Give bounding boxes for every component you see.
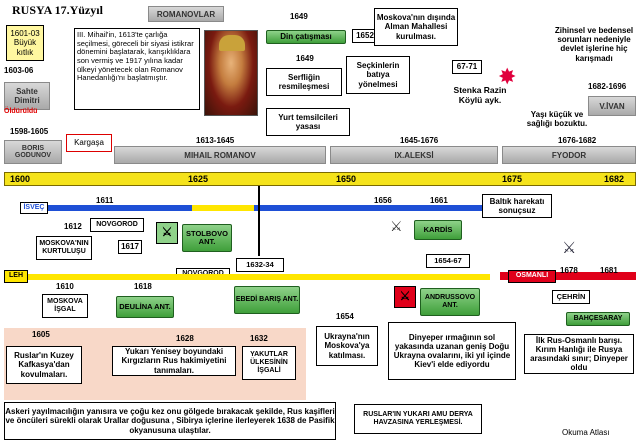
yasi-text: Yaşı küçük ve sağlığı bozuktu. (526, 110, 588, 129)
swords-icon-2: ⚔ (390, 218, 403, 234)
explosion-icon: ✸ (498, 64, 517, 89)
year-1632: 1632 (250, 334, 268, 343)
swords-icon-3: ⚔ (394, 286, 416, 308)
yakutlar-box: YAKUTLAR ÜLKESİNİN İŞGALİ (242, 346, 296, 380)
swords-icon-4: ⚔ (562, 240, 577, 257)
cehrin-box: ÇEHRİN (552, 290, 590, 304)
swords-icon-1: ⚔ (156, 222, 178, 244)
ruler-fyodor: FYODOR (502, 146, 636, 164)
year-1650: 1650 (336, 174, 357, 184)
page-title: RUSYA 17.Yüzyıl (12, 3, 103, 17)
connector-line (258, 186, 260, 256)
dynasty-label: ROMANOVLAR (148, 6, 224, 22)
source-label: Okuma Atlası (562, 428, 610, 437)
ruler-sahte-dimitri: Sahte Dimitri (4, 82, 50, 110)
moskova-kurtulusu: MOSKOVA'NIN KURTULUŞU (36, 236, 92, 260)
osmanli-label: OSMANLI (508, 270, 556, 283)
year-1610: 1610 (56, 282, 74, 291)
mihail-years: 1613-1645 (196, 136, 235, 145)
amu-box: RUSLAR'IN YUKARI AMU DERYA HAVZASINA YER… (354, 404, 482, 434)
moskova-isgal: MOSKOVA İŞGAL (42, 294, 88, 318)
sahte-years: 1603-06 (4, 66, 34, 75)
stenka-label: Stenka Razin Köylü ayk. (453, 85, 507, 105)
baltik-box: Baltık harekatı sonuçsuz (482, 194, 552, 218)
year-1628: 1628 (176, 334, 194, 343)
year-1654: 1654 (336, 312, 354, 321)
bahcesaray-ant: BAHÇESARAY (566, 312, 630, 326)
askeri-box: Askeri yayılmacılığın yanısıra ve çoğu k… (4, 402, 336, 440)
poland-line (4, 274, 490, 280)
kardis-ant: KARDİS (414, 220, 462, 240)
andrussovo-ant: ANDRUSSOVO ANT. (420, 288, 480, 316)
ebedi-baris-ant: EBEDİ BARIŞ ANT. (234, 286, 300, 314)
zihinsel-text: Zihinsel ve bedensel sorunları nedeniyle… (554, 26, 634, 63)
leh-label: LEH (4, 270, 28, 283)
crown-icon (219, 35, 245, 51)
yenisey-box: Yukarı Yenisey boyundaki Kırgızların Rus… (112, 346, 236, 376)
year-1618: 1618 (134, 282, 152, 291)
year-1600: 1600 (10, 174, 31, 184)
portrait-image (204, 30, 258, 116)
stolbovo-ant: STOLBOVO ANT. (182, 224, 232, 252)
ottoman-line (500, 272, 636, 280)
year-1611: 1611 (96, 196, 114, 205)
ruler-boris: BORIS GODUNOV (4, 140, 62, 164)
year-1617: 1617 (118, 240, 142, 254)
kargasa-box: Kargaşa (66, 134, 112, 152)
year-1661: 1661 (430, 196, 448, 205)
sweden-yellow-segment (192, 205, 254, 211)
year-1649b: 1649 (296, 54, 314, 63)
din-box: Din çatışması (266, 30, 346, 44)
kuzey-box: Ruslar'ın Kuzey Kafkasya'dan kovulmaları… (6, 346, 82, 384)
year-1605: 1605 (32, 330, 50, 339)
isvec-label: İSVEÇ (20, 202, 48, 214)
year-1654-67: 1654-67 (426, 254, 470, 268)
year-1649a: 1649 (290, 12, 308, 21)
year-1656: 1656 (374, 196, 392, 205)
novgorod-1: NOVGOROD (90, 218, 144, 232)
year-1632-34: 1632-34 (236, 258, 284, 272)
year-6771: 67-71 (452, 60, 482, 74)
ivan-years: 1682-1696 (588, 82, 627, 91)
alman-box: Moskova'nın dışında Alman Mahallesi kuru… (374, 8, 458, 46)
batiya-box: Seçkinlerin batıya yönelmesi (346, 56, 410, 94)
ukrayna-box: Ukrayna'nın Moskova'ya katılması. (316, 326, 378, 366)
ilk-box: İlk Rus-Osmanlı barışı. Kırım Hanlığı il… (524, 334, 634, 374)
year-1675: 1675 (502, 174, 523, 184)
fyodor-years: 1676-1682 (558, 136, 597, 145)
year-1678: 1678 (560, 266, 578, 275)
yurt-box: Yurt temsilcileri yasası (266, 108, 350, 136)
deulina-ant: DEULİNA ANT. (116, 296, 174, 318)
year-1612: 1612 (64, 222, 82, 231)
serflik-box: Serfliğin resmileşmesi (266, 68, 342, 96)
famine-box: 1601-03 Büyük kıtlık (6, 25, 44, 61)
year-1625: 1625 (188, 174, 209, 184)
timeline-bar (4, 172, 636, 186)
ruler-ivan: V.İVAN (588, 96, 636, 116)
mihail-text: III. Mihail'in, 1613'te çarlığa seçilmes… (74, 28, 200, 110)
aleksi-years: 1645-1676 (400, 136, 439, 145)
killed-label: Öldürüldü (4, 108, 38, 115)
boris-years: 1598-1605 (10, 127, 49, 136)
ruler-aleksi: IX.ALEKSİ (330, 146, 498, 164)
year-1682: 1682 (604, 174, 625, 184)
year-1681: 1681 (600, 266, 618, 275)
dinyeper-box: Dinyeper ırmağının sol yakasında uzanan … (388, 322, 516, 380)
ruler-mihail: MIHAIL ROMANOV (114, 146, 326, 164)
